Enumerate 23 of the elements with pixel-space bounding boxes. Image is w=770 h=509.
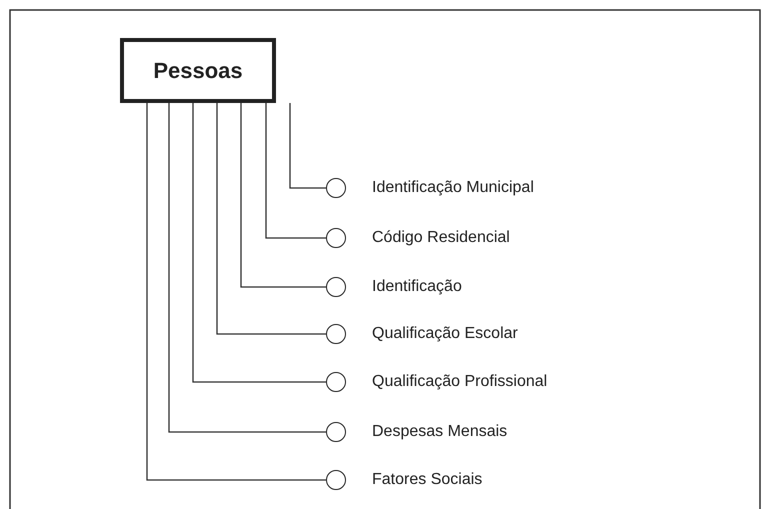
- connector-line: [192, 103, 326, 383]
- attribute-circle: [326, 228, 346, 248]
- connector-line: [240, 103, 326, 288]
- attribute-circle: [326, 277, 346, 297]
- attribute-circle: [326, 470, 346, 490]
- attribute-circle: [326, 372, 346, 392]
- entity-box: [120, 38, 276, 103]
- attribute-circle: [326, 178, 346, 198]
- attribute-label: Fatores Sociais: [372, 470, 482, 490]
- entity-title: Pessoas: [153, 58, 243, 84]
- attribute-label: Despesas Mensais: [372, 422, 508, 442]
- connector-line: [289, 103, 326, 189]
- attribute-label: Identificação Municipal: [372, 178, 534, 198]
- connector-line: [265, 103, 326, 239]
- attribute-label: Qualificação Escolar: [372, 324, 518, 344]
- connector-line: [216, 103, 326, 335]
- attribute-circle: [326, 422, 346, 442]
- attribute-label: Qualificação Profissional: [372, 372, 548, 392]
- connector-line: [168, 103, 326, 433]
- connector-line: [146, 103, 326, 481]
- attribute-label: Código Residencial: [372, 228, 510, 248]
- attribute-label: Identificação: [372, 277, 462, 297]
- attribute-circle: [326, 324, 346, 344]
